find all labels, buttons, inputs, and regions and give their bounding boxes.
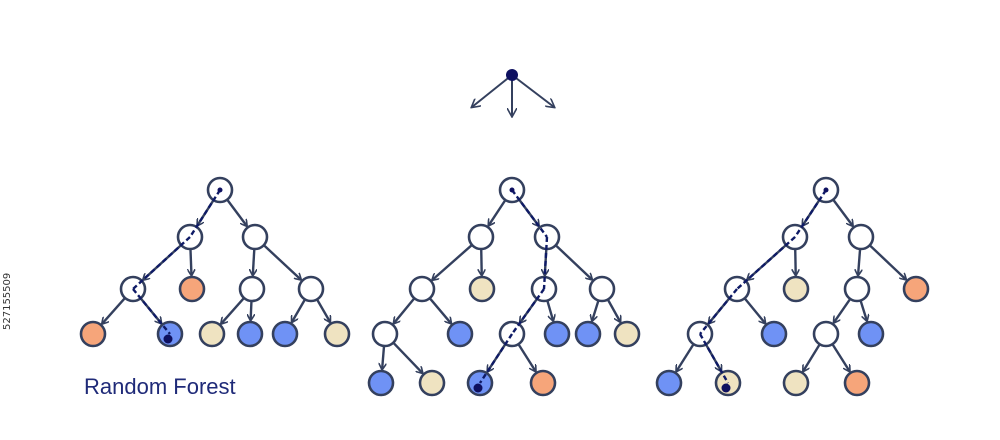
decision-path-segment [699,288,738,335]
tree-node-empty [238,275,266,303]
tree-node-beige [782,369,810,397]
path-start-dot [217,187,223,193]
tree-node-empty [847,223,875,251]
tree-node-beige [323,320,351,348]
tree-edge [253,248,255,275]
tree-node-beige [782,275,810,303]
tree-node-beige [418,369,446,397]
tree-edge [315,298,330,321]
tree-edge [489,199,507,225]
tree-edge [190,248,191,275]
tree-edge [831,343,849,371]
tree-node-orange [529,369,557,397]
tree-edge [226,198,246,226]
decision-path-segment [698,333,730,384]
tree-node-empty [241,223,269,251]
tree-edge [433,244,473,280]
tree-edge [394,297,416,323]
tree-node-blue [574,320,602,348]
tree-node-beige [198,320,226,348]
tree-edge [392,341,422,373]
tree-edge [834,298,852,323]
decision-path-segment [793,189,828,238]
tree-node-empty [843,275,871,303]
tree-1 [79,176,351,348]
tree-edge [803,343,821,371]
tree-edge [795,248,796,275]
tree-edge [859,300,867,320]
tree-node-blue [271,320,299,348]
tree-node-blue [857,320,885,348]
decision-path-segment [511,189,548,238]
tree-edge [676,343,695,371]
tree-edge [382,345,384,369]
tree-edge [292,298,307,321]
tree-edge [517,343,535,371]
decision-path-segment [132,288,171,335]
path-start-dot [823,187,829,193]
tree-edge [592,300,600,320]
tree-node-blue [236,320,264,348]
tree-node-orange [843,369,871,397]
tree-edge [221,297,245,324]
tree-node-orange [902,275,930,303]
tree-edge [554,244,592,279]
tree-node-empty [371,320,399,348]
tree-edge [743,297,765,323]
tree-node-empty [297,275,325,303]
trees [79,176,930,397]
decision-path-segment [188,189,222,238]
tree-edge [858,248,860,275]
tree-node-blue [760,320,788,348]
tree-node-orange [79,320,107,348]
tree-3 [655,176,930,397]
tree-node-empty [498,320,526,348]
tree-2 [367,176,641,397]
tree-edge [606,298,620,321]
path-end-dot [721,383,731,393]
tree-node-orange [178,275,206,303]
tree-node-empty [408,275,436,303]
split-arrows-icon [472,69,554,116]
tree-node-beige [468,275,496,303]
decision-path-segment [132,236,191,290]
decision-path-segment [736,236,796,290]
tree-node-blue [543,320,571,348]
tree-node-empty [812,320,840,348]
tree-edge [428,297,451,323]
tree-node-blue [367,369,395,397]
decision-path-segment [511,288,545,335]
tree-node-empty [467,223,495,251]
diagram-title: Random Forest [84,374,236,399]
tree-edge [251,300,252,320]
decision-path-segment [542,236,549,290]
path-end-dot [473,383,483,393]
tree-edge [262,244,301,279]
tree-node-beige [613,320,641,348]
tree-edge [481,248,482,275]
side-id-text: 527155509 [2,272,13,330]
tree-edge [102,297,126,324]
tree-node-blue [446,320,474,348]
tree-node-blue [655,369,683,397]
tree-edge [546,300,553,321]
path-end-dot [163,334,173,344]
tree-node-empty [588,275,616,303]
tree-edge [832,198,852,226]
path-start-dot [509,187,515,193]
decision-path-segment [478,333,514,384]
tree-edge [868,244,906,279]
